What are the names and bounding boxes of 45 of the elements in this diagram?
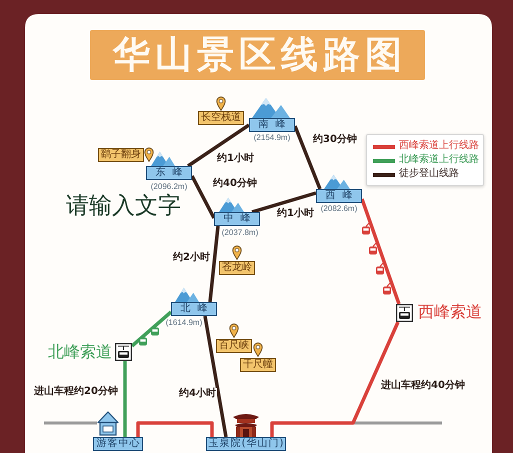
route-line [136, 421, 214, 437]
legend-label: 北峰索道上行线路 [399, 154, 479, 166]
route-line [203, 316, 228, 438]
elevation-label: (2096.2m) [150, 182, 188, 192]
route-line [293, 125, 322, 190]
travel-time-label: 进山车程约40分钟 [380, 380, 466, 392]
travel-time-label: 约1小时 [276, 208, 315, 220]
scenic-spot-tag: 鹞子翻身 [98, 148, 144, 162]
scenic-spot-tag: 千尺幢 [240, 358, 276, 372]
peak-name-plate: 东峰 [146, 166, 192, 180]
route-line [130, 310, 172, 348]
cable-car-station-icon [396, 304, 413, 322]
route-line [360, 198, 401, 305]
elevation-label: (2154.9m) [254, 133, 290, 142]
travel-time-label: 约40分钟 [212, 178, 258, 190]
peak-name-plate: 南峰 [249, 118, 295, 132]
elevation-label: (2082.6m) [320, 204, 358, 214]
cableway-name: 西峰索道 [418, 303, 482, 321]
place-name-plate: 玉泉院(华山门) [206, 437, 286, 451]
scenic-spot-tag: 苍龙岭 [219, 261, 255, 275]
travel-time-label: 约2小时 [172, 252, 211, 264]
title-banner: 华山景区线路图 [90, 30, 425, 80]
route-line [252, 191, 316, 214]
place-name-plate: 游客中心 [93, 437, 143, 451]
cableway-name: 北峰索道 [48, 343, 112, 361]
peak-name-plate: 北峰 [171, 302, 217, 316]
legend-label: 徒步登山线路 [399, 168, 459, 180]
peak-name-plate: 西峰 [316, 189, 362, 203]
legend-label: 西峰索道上行线路 [399, 140, 479, 152]
travel-time-label: 约1小时 [216, 153, 255, 164]
cable-car-station-icon [115, 343, 132, 361]
route-line [190, 175, 216, 219]
route-line [208, 226, 220, 302]
travel-time-label: 进山车程约20分钟 [33, 386, 119, 398]
elevation-label: (1614.9m) [166, 318, 202, 328]
travel-time-label: 约4小时 [178, 388, 217, 400]
scenic-spot-tag: 百尺峡 [216, 339, 252, 353]
route-line [123, 361, 127, 437]
route-line [187, 124, 250, 168]
travel-time-label: 约30分钟 [312, 134, 358, 146]
placeholder-text: 请输入文字 [66, 193, 181, 220]
route-line [270, 321, 400, 437]
peak-name-plate: 中峰 [214, 212, 260, 226]
elevation-label: (2037.8m) [222, 228, 258, 238]
scenic-spot-tag: 长空栈道 [198, 111, 244, 125]
